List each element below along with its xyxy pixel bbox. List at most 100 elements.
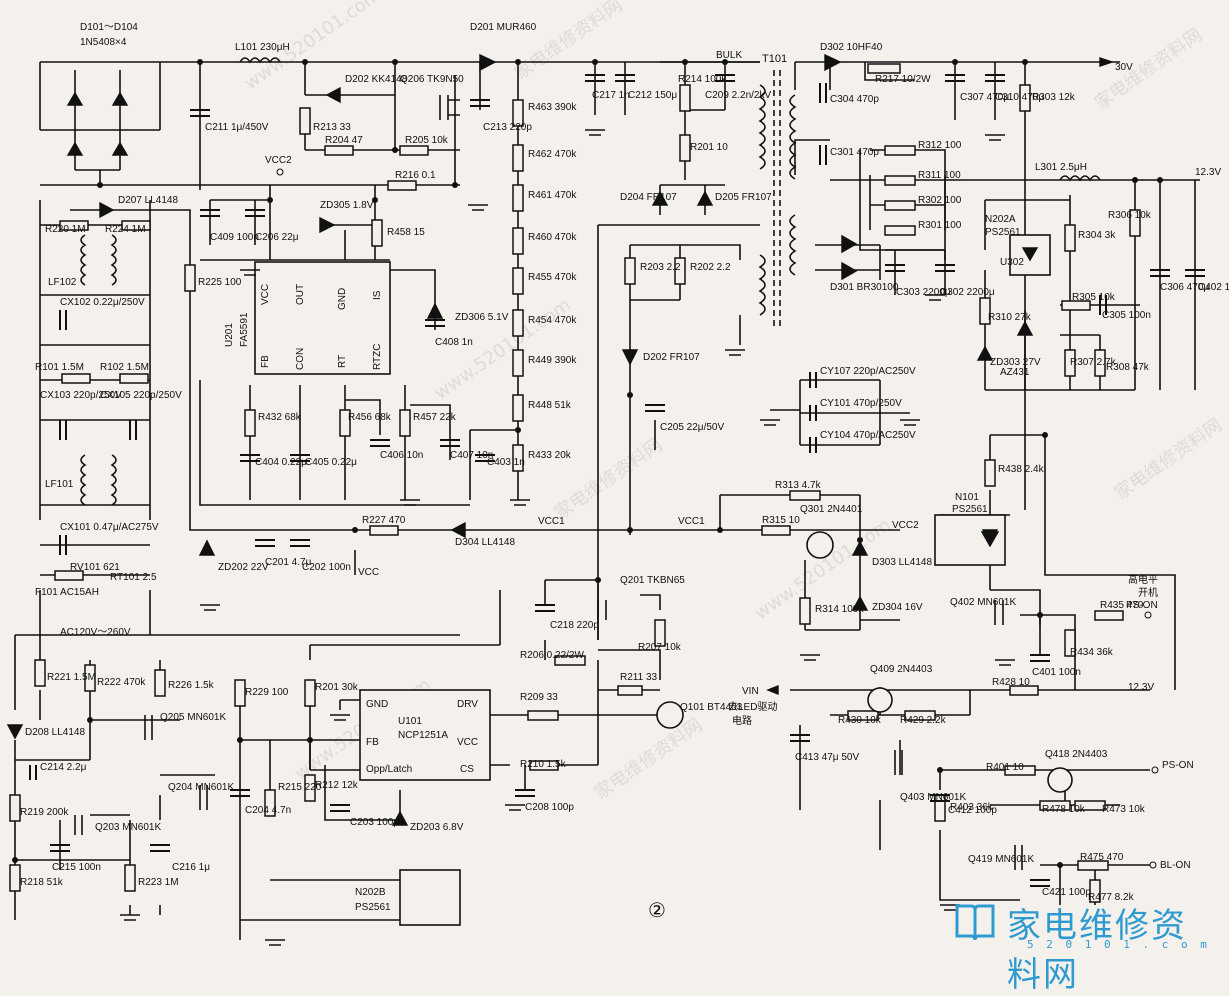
- junctions: [12, 59, 1163, 868]
- component-label-r213: R213 33: [313, 122, 351, 133]
- bridge-part: 1N5408×4: [80, 37, 127, 48]
- component-label-r212: R212 12k: [315, 780, 359, 791]
- diode-icon: [651, 190, 669, 206]
- component-label-c217: C217 1n: [592, 90, 630, 101]
- component-label-r475: R475 470: [1080, 852, 1124, 863]
- diode-icon: [479, 53, 497, 72]
- component-label-r223: R223 1M: [138, 877, 179, 888]
- u201-ref: U201: [224, 323, 235, 347]
- diode-icon: [325, 86, 341, 104]
- component-label-cy101: CY101 470p/250V: [820, 398, 902, 409]
- ic-u101: U101 NCP1251A GND FB Opp/Latch DRV VCC C…: [359, 689, 491, 781]
- component-label-q101: Q101 BT4403: [680, 702, 743, 713]
- watermark: 家电维修资料网: [1111, 415, 1226, 504]
- component-label-d301: D301 BR30100: [830, 282, 899, 293]
- high-level-note2: 开机: [1138, 586, 1158, 599]
- bridge-label: D101～D104: [80, 22, 138, 33]
- watermark: 家电维修资料网: [591, 715, 706, 804]
- net-vcc2: VCC2: [265, 155, 292, 166]
- component-label-c310: C310 470μ: [995, 92, 1044, 103]
- component-label-c215: C215 100n: [52, 862, 101, 873]
- bjt-icon: [656, 701, 684, 729]
- u201-pin: RT: [337, 355, 348, 368]
- component-label-c412: C412 100p: [948, 805, 997, 816]
- watermark: www.520101.com: [431, 294, 575, 404]
- diode-icon: [981, 529, 999, 546]
- component-label-zd203: ZD203 6.8V: [410, 822, 464, 833]
- component-label-r201b: R201 30k: [315, 682, 359, 693]
- component-label-c404: C404 0.22μ: [255, 457, 307, 468]
- component-label-c407: C407 10n: [450, 450, 493, 461]
- component-label-r438: R438 2.4k: [998, 464, 1045, 475]
- net-12v3b: 12.3V: [1128, 682, 1154, 693]
- zener-icon: [1016, 320, 1034, 336]
- aux-winding-icon: [758, 254, 766, 316]
- primary-winding-icon: [758, 84, 766, 170]
- bridge-rectifier: D101～D104 1N5408×4: [66, 22, 138, 156]
- component-label-c214: C214 2.2μ: [40, 762, 87, 773]
- l101-label: L101 230μH: [235, 42, 290, 53]
- component-label-c205: C205 22μ/50V: [660, 422, 724, 433]
- component-label-d303: D303 LL4148: [872, 557, 932, 568]
- component-label-r101: R101 1.5M: [35, 362, 84, 373]
- component-label-r305: R305 10k: [1072, 292, 1116, 303]
- component-label-r432: R432 68k: [258, 412, 302, 423]
- component-label-r229: R229 100: [245, 687, 289, 698]
- ps-on-label-2: PS-ON: [1162, 760, 1194, 771]
- book-icon: [955, 904, 995, 941]
- component-label-r217: R217 10/2W: [875, 74, 931, 85]
- component-label-d202: D202 KK4148: [345, 74, 408, 85]
- bl-on-label: BL-ON: [1160, 860, 1191, 871]
- to-led-note2: 电路: [732, 714, 752, 727]
- net-vcc: VCC: [358, 567, 379, 578]
- component-label-zd304: ZD304 16V: [872, 602, 923, 613]
- component-label-r218: R218 51k: [20, 877, 64, 888]
- component-label-r209: R209 33: [520, 692, 558, 703]
- component-label-c204: C204 4.7n: [245, 805, 291, 816]
- component-label-r225: R225 100: [198, 277, 242, 288]
- component-label-r202: R202 2.2: [690, 262, 731, 273]
- watermark-layer: www.520101.com 家电维修资料网 家电维修资料网 www.52010…: [241, 0, 1226, 804]
- component-label-r310: R310 27k: [988, 312, 1032, 323]
- to-led-note: 去LED驱动: [728, 701, 777, 713]
- diode-icon: [99, 201, 115, 219]
- opto-n202b: N202B PS2561: [355, 869, 461, 926]
- diode-icon: [696, 190, 714, 206]
- component-label-c304: C304 470p: [830, 94, 879, 105]
- zener-icon: [851, 595, 869, 611]
- mosfet-icon: [74, 815, 83, 835]
- watermark: 家电维修资料网: [1091, 25, 1206, 114]
- component-label-c218: C218 220p: [550, 620, 599, 631]
- mosfet-icon: [1014, 845, 1023, 870]
- site-logo: 家电维修资料网 5 2 0 1 0 1 . c o m: [949, 894, 1219, 995]
- component-label-d205: D205 FR107: [715, 192, 772, 203]
- n202a-part: PS2561: [985, 227, 1021, 238]
- component-label-c408: C408 1n: [435, 337, 473, 348]
- component-label-c209: C209 2.2n/2kV: [705, 90, 771, 101]
- u101-pin: DRV: [457, 699, 478, 710]
- inductor-icon: [1059, 175, 1101, 182]
- component-label-c306: C306 470μ: [1160, 282, 1209, 293]
- net-vin: VIN: [742, 686, 759, 697]
- component-label-r201a: R201 10: [690, 142, 728, 153]
- zener-icon: [319, 216, 336, 234]
- component-label-cy107: CY107 220p/AC250V: [820, 366, 916, 377]
- u302-part: AZ431: [1000, 367, 1030, 378]
- component-label-r403: R403 36k: [950, 802, 994, 813]
- zener-icon: [391, 810, 409, 826]
- component-label-c401: C401 100n: [1032, 667, 1081, 678]
- component-label-r224: R224 1M: [105, 224, 146, 235]
- l301-label: L301 2.5μH: [1035, 162, 1087, 173]
- component-label-c201: C201 4.7μ: [265, 557, 312, 568]
- component-label-r314: R314 100k: [815, 604, 864, 615]
- ic-u201: U201 FA5591 VCC OUT GND IS FB CON RT RTZ…: [224, 261, 391, 375]
- component-label-c305: C305 100n: [1102, 310, 1151, 321]
- component-label-d304: D304 LL4148: [455, 537, 515, 548]
- component-label-r434: R434 36k: [1070, 647, 1114, 658]
- diode-icon: [6, 724, 24, 740]
- zener-icon: [198, 539, 216, 556]
- diode-bodies: [6, 53, 1034, 826]
- opto-n101: N101 PS2561: [934, 492, 1006, 566]
- component-label-r308: R308 47k: [1106, 362, 1150, 373]
- component-label-r473: R473 10k: [1102, 804, 1146, 815]
